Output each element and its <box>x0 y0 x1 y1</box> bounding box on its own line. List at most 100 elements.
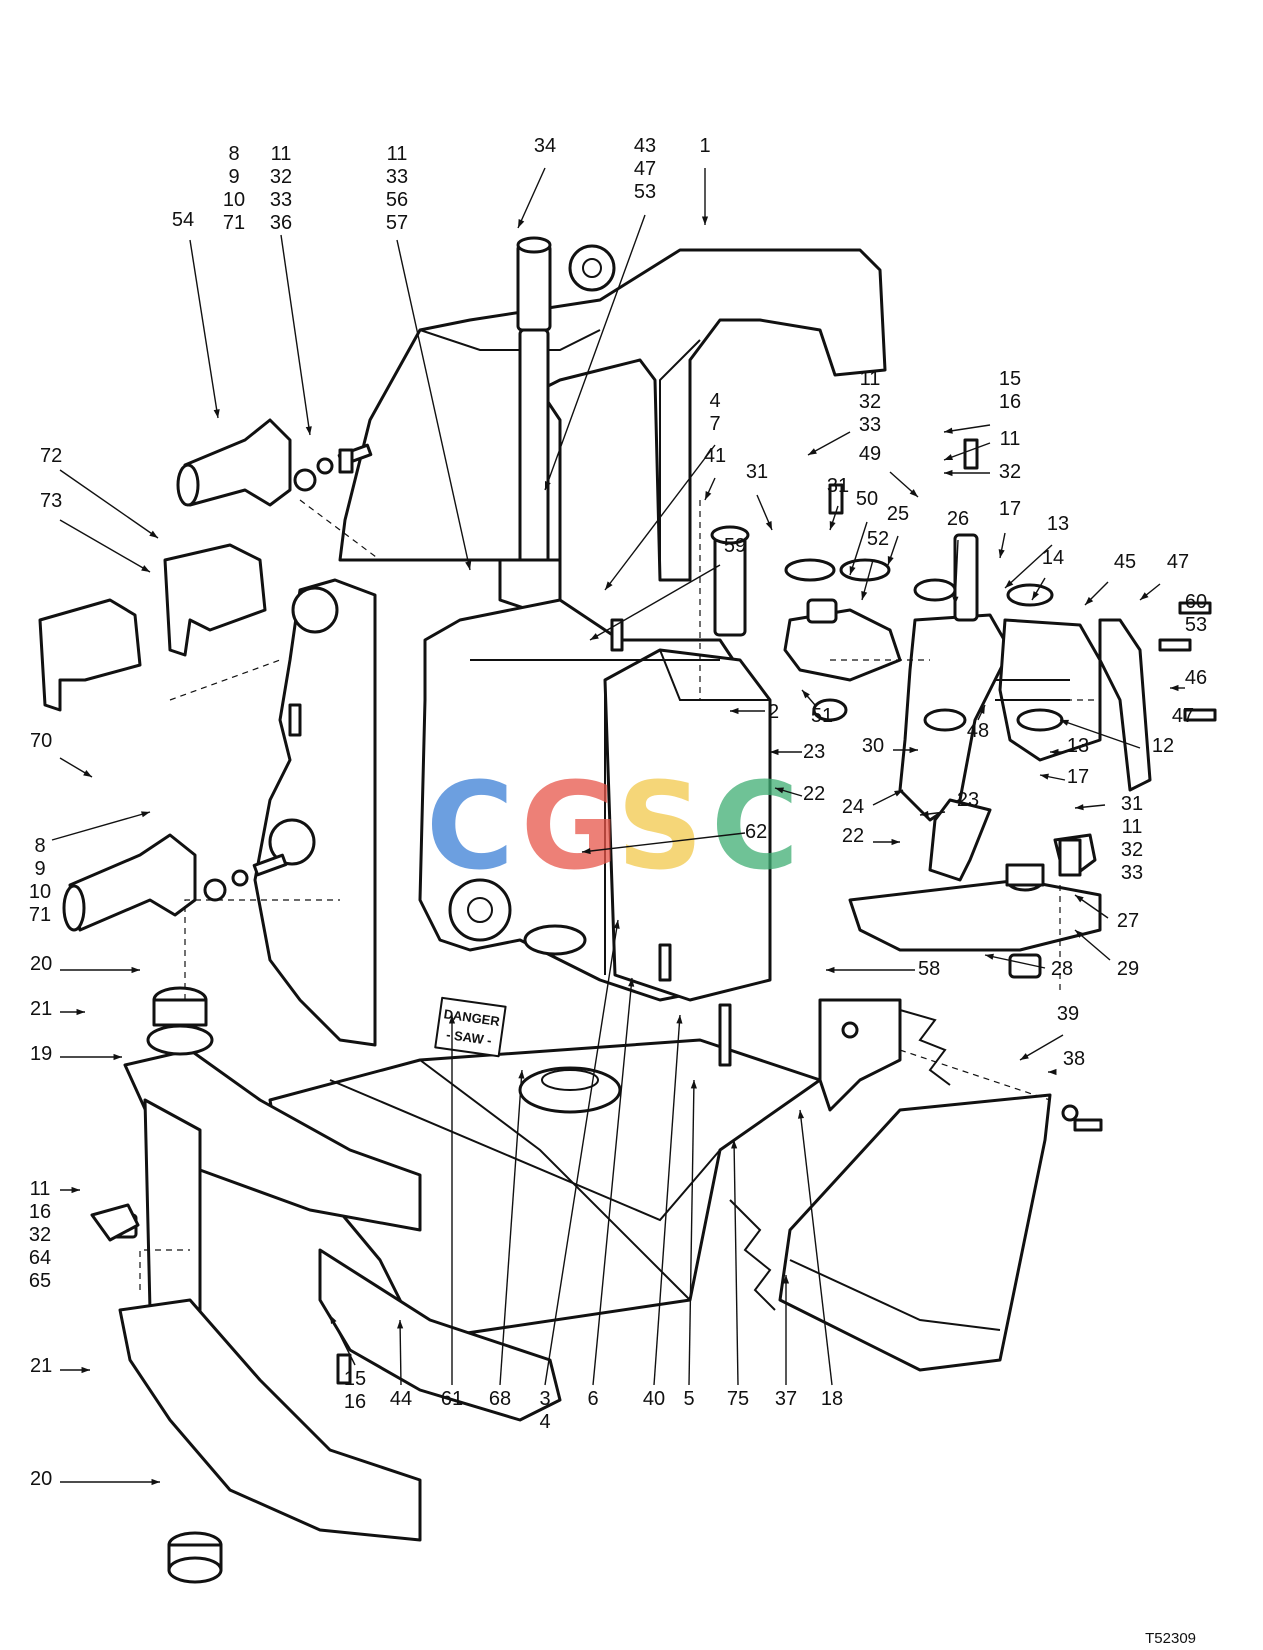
leader-arrowhead <box>1050 748 1059 756</box>
leader-line <box>592 977 633 1386</box>
leader-arrowhead <box>782 1275 790 1284</box>
callout-line: 1 <box>699 135 710 157</box>
leader-arrowhead <box>998 549 1005 558</box>
callout-31: 31 <box>746 461 768 483</box>
callout-line: 28 <box>1051 958 1073 980</box>
callout-41: 41 <box>704 445 726 467</box>
callout-line: 11 <box>387 143 408 165</box>
leader-arrowhead <box>544 481 551 490</box>
callout-22: 22 <box>803 783 825 805</box>
leader-arrowhead <box>582 847 591 855</box>
leader-arrowhead <box>978 705 985 714</box>
leader-arrowhead <box>894 790 903 797</box>
callout-line: 32 <box>1121 839 1143 861</box>
saw-guard <box>818 998 902 1112</box>
lower-foot-arm <box>118 1298 422 1542</box>
callout-line: 13 <box>1047 513 1069 535</box>
leader-arrowhead <box>1032 591 1039 600</box>
leader-line <box>581 832 746 853</box>
callout-62: 62 <box>745 821 767 843</box>
leader-arrowhead <box>770 748 779 756</box>
callout-45: 45 <box>1114 551 1136 573</box>
callout-line: 30 <box>862 735 884 757</box>
callout-line: 75 <box>727 1388 749 1410</box>
callout-line: 3 <box>539 1388 550 1410</box>
callout-5: 5 <box>683 1388 694 1410</box>
callout-38: 38 <box>1063 1048 1085 1070</box>
leader-arrowhead <box>141 811 150 818</box>
callout-2: 2 <box>768 701 779 723</box>
callout-37: 37 <box>775 1388 797 1410</box>
callout-11: 11 <box>1000 428 1021 450</box>
leader-arrowhead <box>690 1080 697 1089</box>
callout-34: 34 <box>534 135 556 157</box>
left-side-plate <box>253 578 377 1047</box>
leader-arrowhead <box>808 448 817 455</box>
leader-line <box>954 539 959 606</box>
leader-line <box>604 444 716 591</box>
leader-arrowhead <box>590 633 599 640</box>
leader-arrowhead <box>826 966 835 974</box>
callout-line: 52 <box>867 528 889 550</box>
leader-arrowhead <box>1140 592 1149 600</box>
danger-saw-sticker: DANGER - SAW - <box>434 996 507 1058</box>
callout-line: 11 <box>30 1178 51 1200</box>
clamp-jaw <box>848 878 1102 952</box>
callout-line: 44 <box>390 1388 412 1410</box>
leader-lines <box>51 167 1185 1486</box>
callout-line: 12 <box>1152 735 1174 757</box>
callout-75: 75 <box>727 1388 749 1410</box>
callout-28: 28 <box>1051 958 1073 980</box>
callout-line: 70 <box>30 730 52 752</box>
callout-39: 39 <box>1057 1003 1079 1025</box>
callout-line: 34 <box>534 135 556 157</box>
callout-13: 13 <box>1047 513 1069 535</box>
callout-31: 31 <box>827 475 849 497</box>
callout-68: 68 <box>489 1388 511 1410</box>
top-arm <box>338 248 887 582</box>
leader-arrowhead <box>861 591 868 600</box>
callout-line: 22 <box>803 783 825 805</box>
callout-54: 54 <box>172 209 194 231</box>
leader-arrowhead <box>71 1186 80 1194</box>
callout-line: 16 <box>29 1201 51 1223</box>
leader-line <box>189 239 219 419</box>
leader-arrowhead <box>829 521 836 530</box>
ram-cylinder <box>516 243 552 332</box>
leader-arrowhead <box>465 561 472 570</box>
drawing <box>38 236 1217 1584</box>
pin-54 <box>183 418 292 507</box>
callout-line: 9 <box>34 858 45 880</box>
leader-line <box>59 469 159 539</box>
leader-arrowhead <box>802 690 810 699</box>
leader-arrowhead <box>909 489 918 497</box>
leader-arrowhead <box>628 978 635 987</box>
callout-line: 11 <box>860 368 881 390</box>
callout-line: 23 <box>957 789 979 811</box>
callout-line: 54 <box>172 209 194 231</box>
callout-line: 17 <box>999 498 1021 520</box>
callout-21: 21 <box>30 1355 52 1377</box>
leader-arrowhead <box>113 1053 122 1061</box>
leader-line <box>589 564 721 641</box>
leader-line <box>280 234 311 436</box>
callout-line: 21 <box>30 1355 52 1377</box>
callout-line: 58 <box>918 958 940 980</box>
leader-line <box>984 954 1046 969</box>
callout-line: 16 <box>999 391 1021 413</box>
callout-52: 52 <box>867 528 889 550</box>
callout-line: 6 <box>587 1388 598 1410</box>
watermark-letter: S <box>617 758 703 897</box>
watermark-letter: C <box>426 758 514 897</box>
callout-47: 47 <box>1172 705 1194 727</box>
leader-line <box>1059 719 1141 749</box>
leader-arrowhead <box>985 953 994 960</box>
callout-line: 22 <box>842 825 864 847</box>
